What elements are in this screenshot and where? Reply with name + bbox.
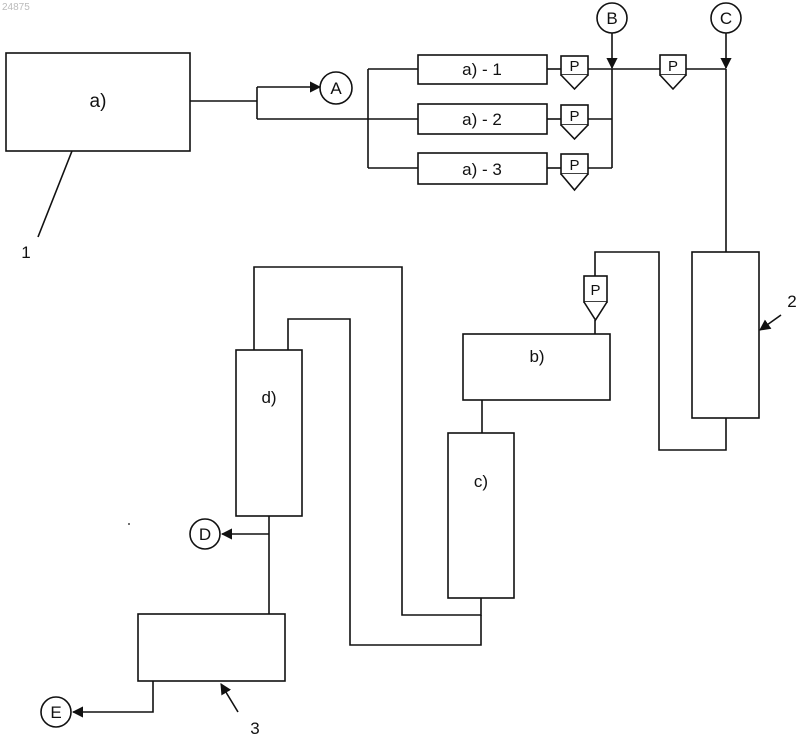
unit-main: a): [6, 53, 190, 151]
stream-b: B: [597, 3, 627, 33]
callout-3-label: 3: [250, 719, 259, 738]
unit-sub3-label: a) - 3: [462, 160, 502, 179]
callout-1-label: 1: [21, 243, 30, 262]
stream-b-label: B: [606, 9, 617, 28]
pump-sub2-label: P: [569, 108, 579, 125]
unit-main-label: a): [90, 91, 107, 112]
pump-main-line: P: [660, 55, 686, 89]
callout-1: 1: [21, 151, 72, 262]
unit-sub1-label: a) - 1: [462, 60, 502, 79]
unit-sub3: a) - 3: [418, 153, 547, 184]
stream-a: A: [320, 72, 352, 104]
callout-2-label: 2: [787, 292, 796, 311]
unit-sub1: a) - 1: [418, 55, 547, 84]
pump-sub3-label: P: [569, 157, 579, 174]
stream-e: E: [41, 697, 71, 727]
unit-3: [138, 614, 285, 681]
unit-c-label: c): [474, 472, 488, 491]
unit-c: c): [448, 433, 514, 598]
stream-d-label: D: [199, 525, 211, 544]
pipe-to-stream-e: [73, 681, 153, 712]
unit-sub2: a) - 2: [418, 104, 547, 134]
pump-main-line-label: P: [668, 58, 678, 75]
stream-c: C: [711, 3, 741, 33]
column-2: [692, 252, 759, 418]
pump-sub1: P: [561, 56, 588, 89]
stray-dot: [128, 523, 130, 525]
stream-d: D: [190, 519, 220, 549]
unit-b: b): [463, 334, 610, 400]
stream-a-label: A: [330, 79, 342, 98]
unit-d: d): [236, 350, 302, 516]
pump-sub3: P: [561, 154, 588, 190]
callout-2: 2: [760, 292, 797, 330]
unit-d-label: d): [261, 388, 276, 407]
unit-sub2-label: a) - 2: [462, 110, 502, 129]
unit-b-label: b): [529, 347, 544, 366]
pump-sub1-label: P: [569, 58, 579, 75]
pump-to-b: P: [584, 276, 607, 320]
pump-to-b-label: P: [590, 282, 600, 299]
stream-c-label: C: [720, 9, 732, 28]
stream-e-label: E: [50, 703, 61, 722]
pump-sub2: P: [561, 105, 588, 139]
callout-3: 3: [221, 684, 260, 738]
watermark-text: 24875: [2, 2, 30, 13]
